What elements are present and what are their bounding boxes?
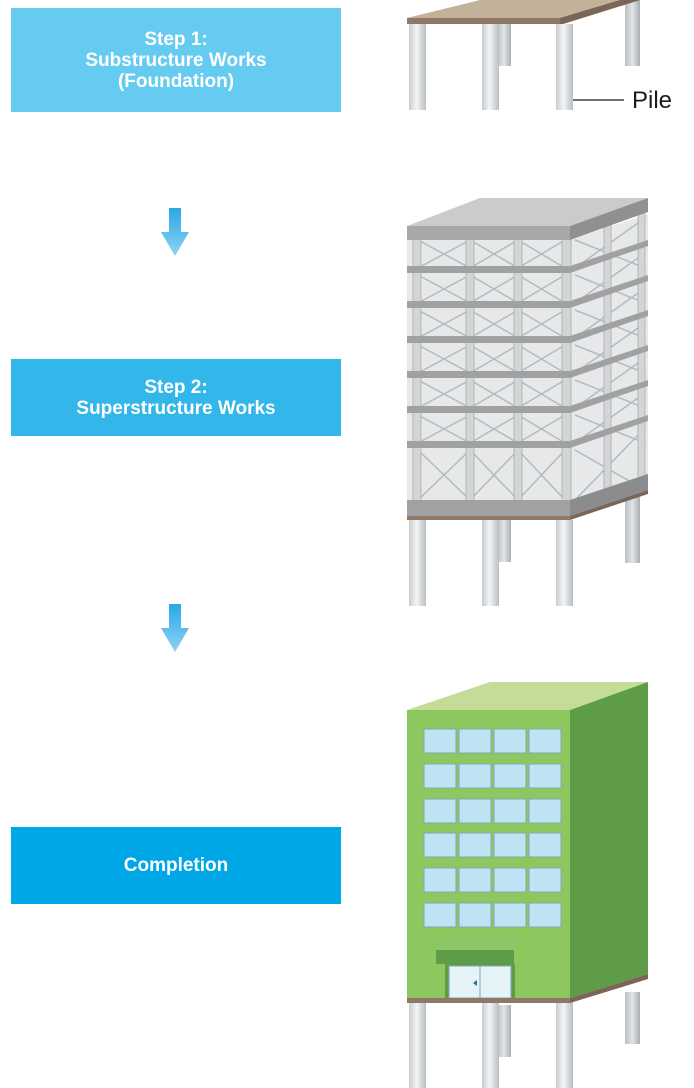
window (423, 902, 457, 928)
floor-slab (407, 240, 648, 273)
window (528, 798, 562, 824)
pile (482, 520, 499, 606)
pile (482, 24, 499, 110)
window (528, 902, 562, 928)
window (423, 867, 457, 893)
building-base (407, 998, 570, 1003)
window (493, 867, 527, 893)
window (423, 832, 457, 858)
pile (409, 520, 426, 606)
window (493, 832, 527, 858)
window (423, 728, 457, 754)
window (493, 763, 527, 789)
entrance-canopy (436, 938, 522, 950)
window (493, 902, 527, 928)
window (528, 832, 562, 858)
pile (556, 520, 573, 606)
base-slab (407, 500, 570, 516)
window (493, 798, 527, 824)
pile (482, 1002, 499, 1088)
floor-slab (407, 415, 648, 448)
completion-box: Completion (11, 827, 341, 904)
step-2-box: Step 2: Superstructure Works (11, 359, 341, 436)
floor-slab (407, 380, 648, 413)
window (458, 832, 492, 858)
completed-building-illustration (407, 682, 648, 1088)
foundation-illustration (407, 0, 640, 110)
pile (409, 1002, 426, 1088)
step-2-subtitle: Superstructure Works (76, 397, 276, 419)
building-roof (407, 682, 648, 710)
roof-slab (407, 198, 648, 226)
window (458, 902, 492, 928)
pile (556, 24, 573, 110)
step-1-subtitle: Substructure Works (85, 49, 267, 71)
pile (497, 510, 511, 562)
step-2-title: Step 2: (144, 376, 208, 398)
completion-title: Completion (123, 855, 229, 876)
window (458, 763, 492, 789)
pile (625, 497, 640, 563)
foundation-slab (407, 0, 640, 18)
window (423, 798, 457, 824)
floor-slab (407, 310, 648, 343)
pile (556, 1002, 573, 1088)
frame-illustration (407, 198, 648, 606)
pile (497, 1005, 511, 1057)
window (423, 763, 457, 789)
step-1-box: Step 1: Substructure Works (Foundation) (11, 8, 341, 112)
down-arrow-icon (161, 208, 189, 256)
down-arrow-icon (161, 604, 189, 652)
pile-label: Pile (632, 87, 673, 114)
step-1-title: Step 1: (144, 28, 208, 50)
pile (625, 992, 640, 1044)
window (528, 867, 562, 893)
window (458, 867, 492, 893)
pile (497, 14, 511, 66)
window (528, 728, 562, 754)
window (528, 763, 562, 789)
step-1-note: (Foundation) (117, 70, 235, 92)
door-arrow-icon (473, 980, 477, 986)
pile (409, 24, 426, 110)
window (458, 798, 492, 824)
window (493, 728, 527, 754)
window (458, 728, 492, 754)
floor-slab (407, 345, 648, 378)
building-side (570, 682, 648, 998)
pile (625, 0, 640, 66)
floor-slab (407, 275, 648, 308)
